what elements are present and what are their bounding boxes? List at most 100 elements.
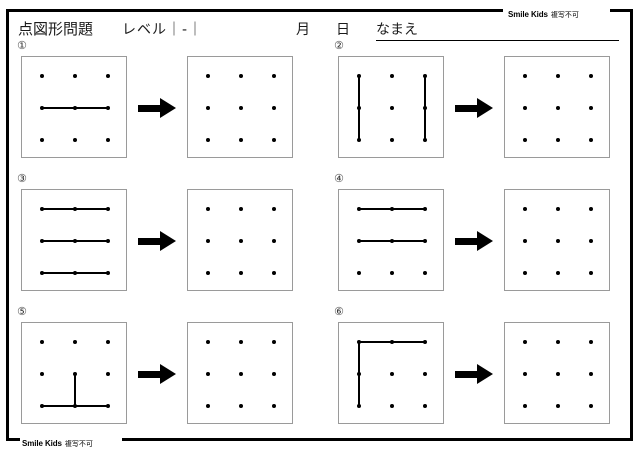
grid-dot	[523, 138, 527, 142]
grid-dot	[556, 74, 560, 78]
grid-dot	[357, 106, 361, 110]
grid-dot	[556, 372, 560, 376]
brand-name-top: Smile Kids	[508, 10, 548, 19]
arrow-shaft	[138, 105, 164, 112]
problem-item: ②	[331, 40, 631, 173]
brand-note-bottom: 複写不可	[64, 441, 93, 448]
problem-item: ①	[14, 40, 314, 173]
arrow-head	[477, 98, 493, 118]
grid-dot	[423, 340, 427, 344]
answer-dot-panel[interactable]	[187, 322, 293, 424]
grid-dot	[239, 106, 243, 110]
grid-dot	[523, 404, 527, 408]
grid-dot	[390, 372, 394, 376]
grid-dot	[523, 271, 527, 275]
name-write-line[interactable]	[376, 40, 619, 41]
grid-dot	[390, 138, 394, 142]
grid-dot	[40, 271, 44, 275]
grid-dot	[390, 404, 394, 408]
grid-dot	[390, 239, 394, 243]
grid-dot	[40, 239, 44, 243]
right-arrow-icon	[455, 98, 495, 118]
problem-number: ③	[17, 172, 27, 185]
grid-dot	[206, 138, 210, 142]
month-label: 月	[296, 22, 310, 38]
grid-dot	[523, 372, 527, 376]
grid-dot	[589, 138, 593, 142]
answer-dot-panel[interactable]	[504, 56, 610, 158]
right-arrow-icon	[138, 98, 178, 118]
answer-dot-panel[interactable]	[504, 189, 610, 291]
grid-dot	[206, 404, 210, 408]
answer-dot-panel[interactable]	[504, 322, 610, 424]
grid-dot	[523, 340, 527, 344]
grid-dot	[357, 74, 361, 78]
grid-dot	[556, 271, 560, 275]
grid-dot	[239, 239, 243, 243]
grid-dot	[523, 207, 527, 211]
grid-dot	[272, 106, 276, 110]
grid-dot	[556, 340, 560, 344]
arrow-shaft	[455, 238, 481, 245]
grid-dot	[239, 74, 243, 78]
grid-dot	[73, 138, 77, 142]
question-dot-panel	[21, 189, 127, 291]
grid-dot	[206, 372, 210, 376]
grid-dot	[423, 207, 427, 211]
arrow-head	[160, 98, 176, 118]
grid-dot	[106, 340, 110, 344]
grid-dot	[206, 239, 210, 243]
grid-dot	[239, 404, 243, 408]
grid-dot	[589, 106, 593, 110]
right-arrow-icon	[138, 364, 178, 384]
right-arrow-icon	[455, 231, 495, 251]
grid-dot	[357, 207, 361, 211]
grid-dot	[40, 404, 44, 408]
page-border-bottom-right	[122, 438, 633, 441]
arrow-head	[160, 231, 176, 251]
grid-dot	[357, 372, 361, 376]
question-dot-panel	[21, 322, 127, 424]
grid-dot	[523, 106, 527, 110]
question-dot-panel	[338, 322, 444, 424]
page-title: 点図形問題	[18, 20, 94, 38]
grid-dot	[40, 340, 44, 344]
arrow-head	[477, 231, 493, 251]
grid-dot	[357, 340, 361, 344]
grid-dot	[73, 372, 77, 376]
page-border-bottom-left	[6, 438, 20, 441]
grid-dot	[206, 74, 210, 78]
question-dot-panel	[21, 56, 127, 158]
page-border-top-right	[610, 9, 633, 12]
answer-dot-panel[interactable]	[187, 56, 293, 158]
grid-dot	[106, 372, 110, 376]
grid-dot	[206, 207, 210, 211]
right-arrow-icon	[138, 231, 178, 251]
grid-dot	[423, 106, 427, 110]
name-label: なまえ	[376, 22, 418, 38]
answer-dot-panel[interactable]	[187, 189, 293, 291]
grid-dot	[73, 271, 77, 275]
grid-dot	[272, 239, 276, 243]
problem-item: ⑤	[14, 306, 314, 439]
grid-dot	[556, 239, 560, 243]
grid-dot	[357, 271, 361, 275]
grid-dot	[272, 271, 276, 275]
grid-dot	[589, 207, 593, 211]
grid-dot	[206, 106, 210, 110]
grid-dot	[589, 239, 593, 243]
grid-dot	[272, 404, 276, 408]
problem-number: ④	[334, 172, 344, 185]
grid-dot	[589, 372, 593, 376]
grid-dot	[106, 404, 110, 408]
grid-dot	[206, 271, 210, 275]
arrow-shaft	[138, 238, 164, 245]
arrow-shaft	[455, 371, 481, 378]
grid-dot	[272, 340, 276, 344]
grid-dot	[390, 340, 394, 344]
arrow-shaft	[455, 105, 481, 112]
grid-dot	[390, 271, 394, 275]
grid-dot	[390, 207, 394, 211]
